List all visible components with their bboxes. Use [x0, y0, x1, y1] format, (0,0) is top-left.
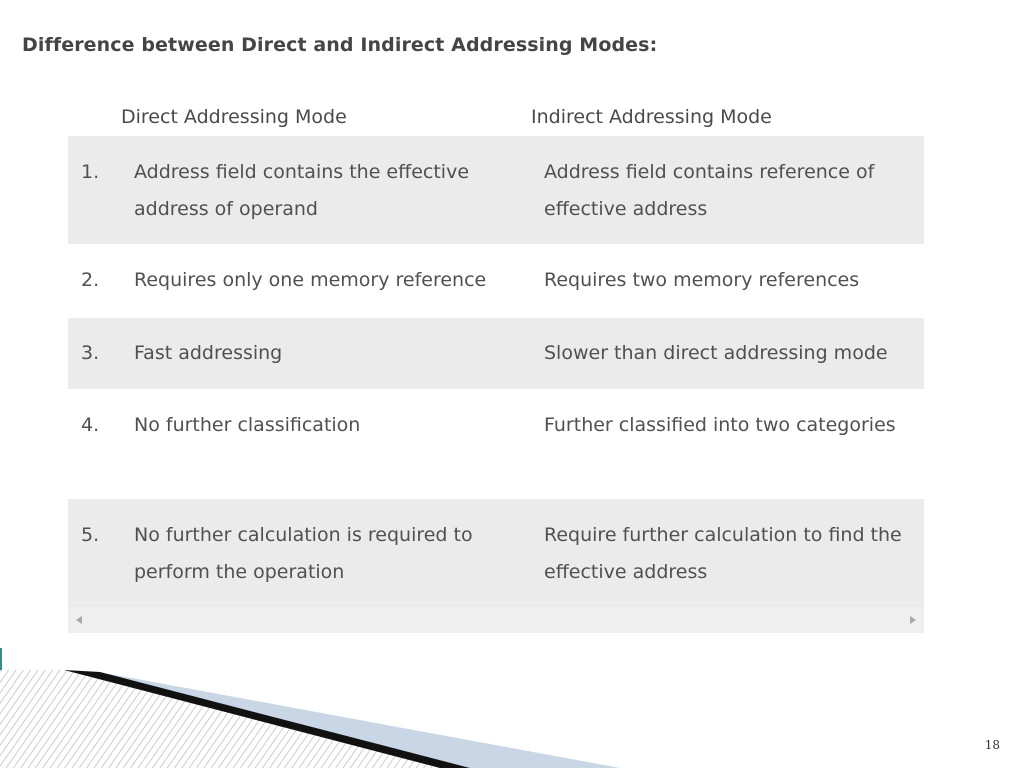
table-row: 3. Fast addressing Slower than direct ad… [68, 318, 924, 389]
table-row: 1. Address field contains the effective … [68, 136, 924, 244]
light-swoosh [70, 670, 620, 768]
header-direct-addressing-mode: Direct Addressing Mode [121, 106, 347, 128]
indirect-cell: Slower than direct addressing mode [544, 342, 888, 364]
horizontal-scrollbar[interactable] [68, 607, 924, 633]
direct-cell: No further calculation is required to pe… [134, 524, 473, 583]
decorative-swoosh [0, 648, 620, 768]
indirect-cell: Further classified into two categories [544, 414, 896, 436]
table-row: 5. No further calculation is required to… [68, 499, 924, 607]
accent-mark [0, 648, 2, 670]
row-number: 2. [81, 269, 100, 291]
table-header: Direct Addressing Mode Indirect Addressi… [68, 96, 924, 136]
dark-swoosh [64, 670, 470, 768]
row-number: 1. [81, 161, 100, 183]
table-row: 4. No further classification Further cla… [68, 389, 924, 499]
table-row: 2. Requires only one memory reference Re… [68, 244, 924, 318]
direct-cell: Requires only one memory reference [134, 269, 487, 291]
indirect-cell: Requires two memory references [544, 269, 860, 291]
direct-cell: Address field contains the effective add… [134, 161, 470, 220]
scroll-left-arrow-icon[interactable] [76, 616, 82, 624]
row-number: 4. [81, 414, 100, 436]
row-number: 3. [81, 342, 100, 364]
header-indirect-addressing-mode: Indirect Addressing Mode [531, 106, 772, 128]
row-number: 5. [81, 524, 100, 546]
indirect-cell: Address field contains reference of effe… [544, 161, 875, 220]
slide-title: Difference between Direct and Indirect A… [22, 34, 658, 56]
comparison-table: Direct Addressing Mode Indirect Addressi… [68, 96, 924, 633]
page-number: 18 [984, 738, 1000, 752]
indirect-cell: Require further calculation to find the … [544, 524, 902, 583]
hatched-band [0, 670, 460, 768]
direct-cell: Fast addressing [134, 342, 283, 364]
direct-cell: No further classification [134, 414, 361, 436]
scroll-right-arrow-icon[interactable] [910, 616, 916, 624]
